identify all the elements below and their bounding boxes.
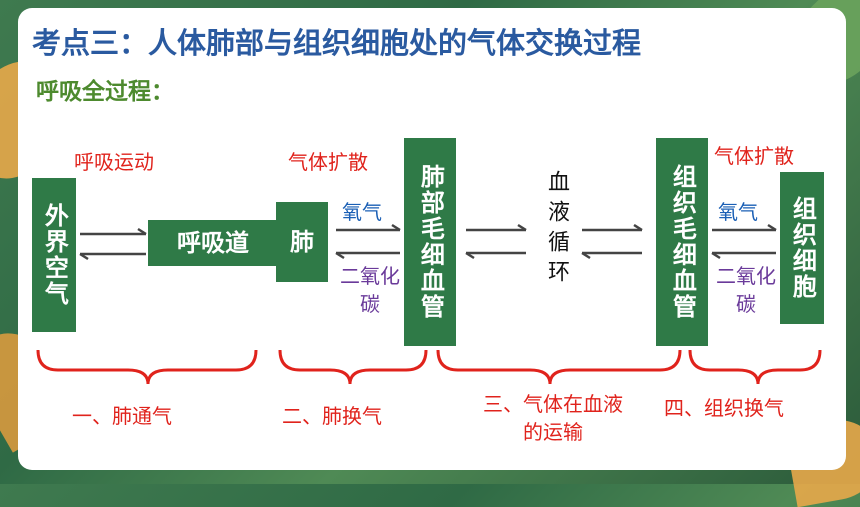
slide-title: 考点三：人体肺部与组织细胞处的气体交换过程 xyxy=(32,26,642,60)
node-blood-circulation: 血液循环 xyxy=(544,170,569,290)
label-oxygen-tissue: 氧气 xyxy=(718,200,758,224)
label-gas-diffusion-lung: 气体扩散 xyxy=(288,150,368,174)
stage-blood-transport: 三、气体在血液的运输 xyxy=(483,392,623,444)
diagram-lines xyxy=(36,223,822,385)
node-tissue-capillary: 组织毛细血管 xyxy=(656,138,708,346)
stage-pulmonary-ventilation: 一、肺通气 xyxy=(72,404,172,428)
node-outer-air: 外界空气 xyxy=(32,178,76,332)
label-co2-lung: 二氧化碳 xyxy=(340,264,400,316)
stage-tissue-exchange: 四、组织换气 xyxy=(664,396,784,420)
node-lung: 肺 xyxy=(276,202,328,282)
stage-pulmonary-exchange: 二、肺换气 xyxy=(282,404,382,428)
node-lung-capillary: 肺部毛细血管 xyxy=(404,138,456,346)
label-breathing-movement: 呼吸运动 xyxy=(74,150,154,174)
label-co2-tissue: 二氧化碳 xyxy=(716,264,776,316)
label-gas-diffusion-tissue: 气体扩散 xyxy=(714,144,794,168)
node-tissue-cell: 组织细胞 xyxy=(780,172,824,324)
slide-subtitle: 呼吸全过程： xyxy=(36,79,174,105)
node-airway: 呼吸道 xyxy=(148,220,278,266)
label-oxygen-lung: 氧气 xyxy=(342,200,382,224)
